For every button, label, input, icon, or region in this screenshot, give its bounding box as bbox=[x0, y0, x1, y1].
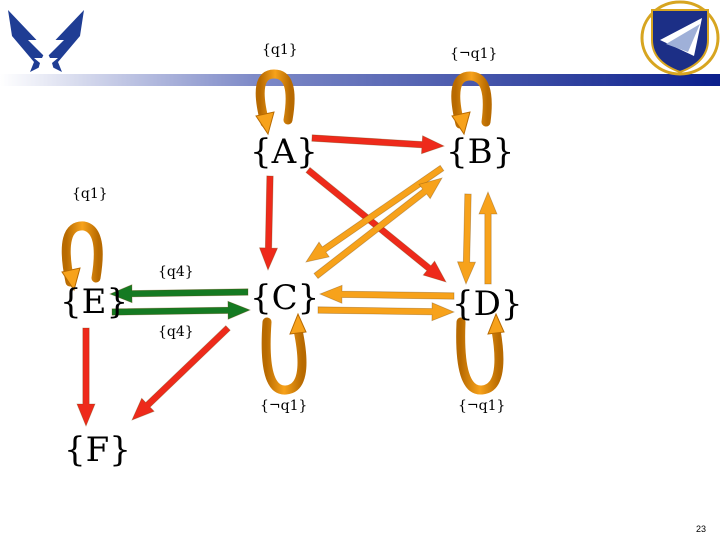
node-C: {C} bbox=[250, 278, 320, 318]
header-band bbox=[0, 74, 720, 86]
loop-E bbox=[61, 221, 103, 292]
arrow-C-to-D bbox=[317, 302, 456, 322]
label-E-self: {q1} bbox=[72, 186, 108, 202]
arrow-A-to-B bbox=[311, 134, 446, 155]
label-B-self: {¬q1} bbox=[450, 46, 498, 62]
arrow-B-to-D bbox=[456, 193, 477, 286]
air-force-wings-logo-icon bbox=[8, 10, 84, 72]
arrow-B-to-C-1 bbox=[305, 164, 445, 263]
afrl-shield-seal-icon bbox=[640, 0, 720, 76]
loop-C bbox=[261, 312, 307, 395]
arrow-layer bbox=[76, 134, 498, 428]
node-B: {B} bbox=[446, 132, 515, 172]
node-D: {D} bbox=[452, 284, 523, 324]
label-E-to-C: {q4} bbox=[158, 324, 194, 340]
label-A-self: {q1} bbox=[262, 42, 298, 58]
node-A: {A} bbox=[250, 132, 318, 172]
arrow-D-to-C bbox=[318, 284, 455, 304]
arrow-C-to-F bbox=[131, 325, 231, 421]
loop-B bbox=[451, 71, 492, 136]
loop-D bbox=[456, 312, 505, 395]
loop-A bbox=[255, 69, 295, 136]
node-E: {E} bbox=[60, 282, 129, 322]
arrow-D-to-B bbox=[478, 190, 498, 285]
arrow-A-to-C bbox=[258, 175, 279, 272]
label-C-to-E: {q4} bbox=[158, 264, 194, 280]
node-F: {F} bbox=[64, 430, 131, 470]
arrow-E-to-C bbox=[111, 300, 252, 320]
label-C-self: {¬q1} bbox=[260, 398, 308, 414]
arrow-E-to-F bbox=[76, 327, 96, 428]
arrow-A-to-D bbox=[305, 166, 447, 283]
arrow-C-to-B bbox=[313, 177, 443, 280]
page-number: 23 bbox=[695, 524, 706, 534]
label-D-self: {¬q1} bbox=[458, 398, 506, 414]
arrow-C-to-E bbox=[108, 284, 249, 304]
